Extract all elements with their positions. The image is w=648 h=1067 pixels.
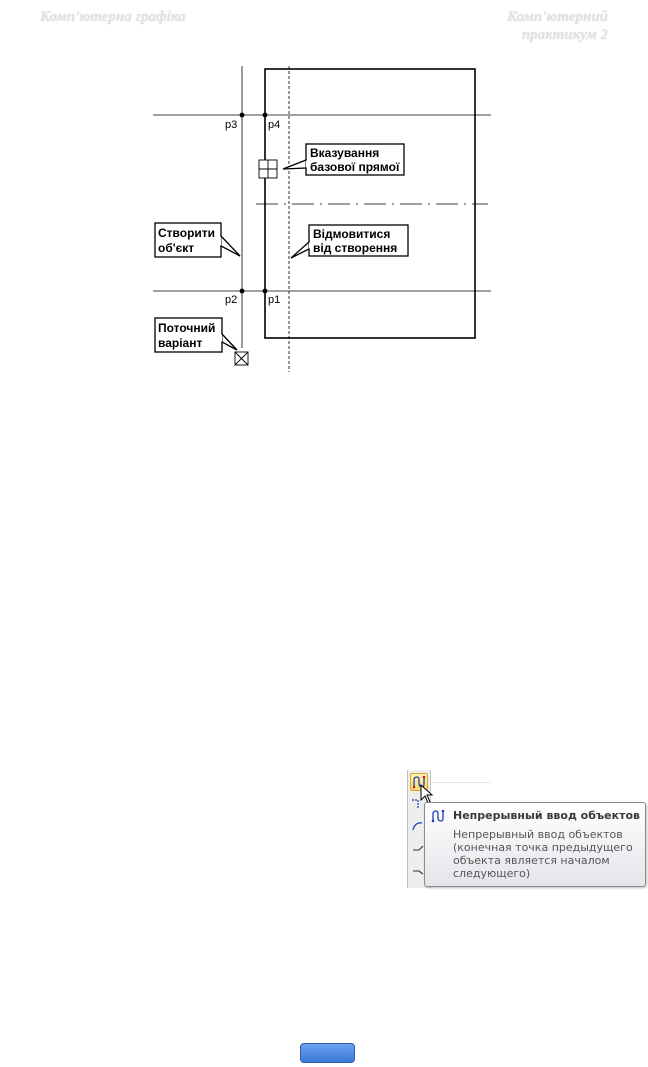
- tooltip-body: Непрерывный ввод объектов (конечная точк…: [453, 828, 633, 880]
- toolbar-button-2[interactable]: [410, 796, 428, 814]
- label-p4: p4: [268, 119, 280, 131]
- callout-current-line1: Поточний: [158, 321, 215, 335]
- callout-create: Створити об'єкт: [154, 222, 241, 258]
- current-variant-marker-icon: [234, 351, 249, 366]
- callout-cancel-line1: Відмовитися: [313, 227, 390, 241]
- point-p1: [262, 288, 268, 294]
- label-p1: p1: [268, 294, 280, 306]
- toolbar-button-5[interactable]: [410, 862, 428, 880]
- callout-base-line-line1: Вказування: [310, 146, 379, 160]
- callout-cancel: Відмовитися від створення: [290, 224, 409, 259]
- label-p3: p3: [225, 119, 237, 131]
- toolbar-button-3[interactable]: [410, 818, 428, 836]
- drawing-figure: p3 p4 p2 p1 Вказування базової прямої Ві…: [153, 66, 491, 372]
- tooltip: Непрерывный ввод объектов Непрерывный вв…: [424, 802, 646, 887]
- point-p3: [239, 112, 245, 118]
- toolbar-top-edge: [429, 782, 491, 783]
- running-header-right-line2: практикум 2: [521, 27, 608, 43]
- callout-base-line-line2: базової прямої: [310, 160, 400, 174]
- callout-create-line1: Створити: [158, 226, 215, 240]
- detail-rectangle: [264, 68, 476, 339]
- point-p2: [239, 288, 245, 294]
- continuous-input-icon: [431, 809, 445, 823]
- curve-tool-icon: [413, 845, 424, 851]
- base-line-marker-icon: [258, 159, 278, 179]
- polyline-points-icon: [412, 799, 419, 808]
- callout-cancel-line2: від створення: [313, 241, 397, 255]
- spline-tool-icon: [413, 870, 424, 875]
- point-p4: [262, 112, 268, 118]
- running-header-right: Комп'ютерний практикум 2: [388, 8, 608, 44]
- arc-tool-icon: [412, 822, 423, 831]
- callout-create-line2: об'єкт: [158, 241, 194, 255]
- tooltip-title: Непрерывный ввод объектов: [453, 809, 640, 822]
- callout-current-line2: варіант: [158, 336, 202, 350]
- continuous-input-button[interactable]: [410, 773, 428, 791]
- callout-current: Поточний варіант: [154, 317, 238, 353]
- label-p2: p2: [225, 294, 237, 306]
- running-header-left: Комп'ютерна графіка: [40, 9, 186, 25]
- toolbar-button-4[interactable]: [410, 840, 428, 858]
- cursor-arrow-icon: [420, 784, 434, 804]
- page-nav-button[interactable]: [300, 1043, 355, 1063]
- running-header-right-line1: Комп'ютерний: [507, 9, 608, 25]
- callout-base-line: Вказування базової прямої: [282, 143, 405, 176]
